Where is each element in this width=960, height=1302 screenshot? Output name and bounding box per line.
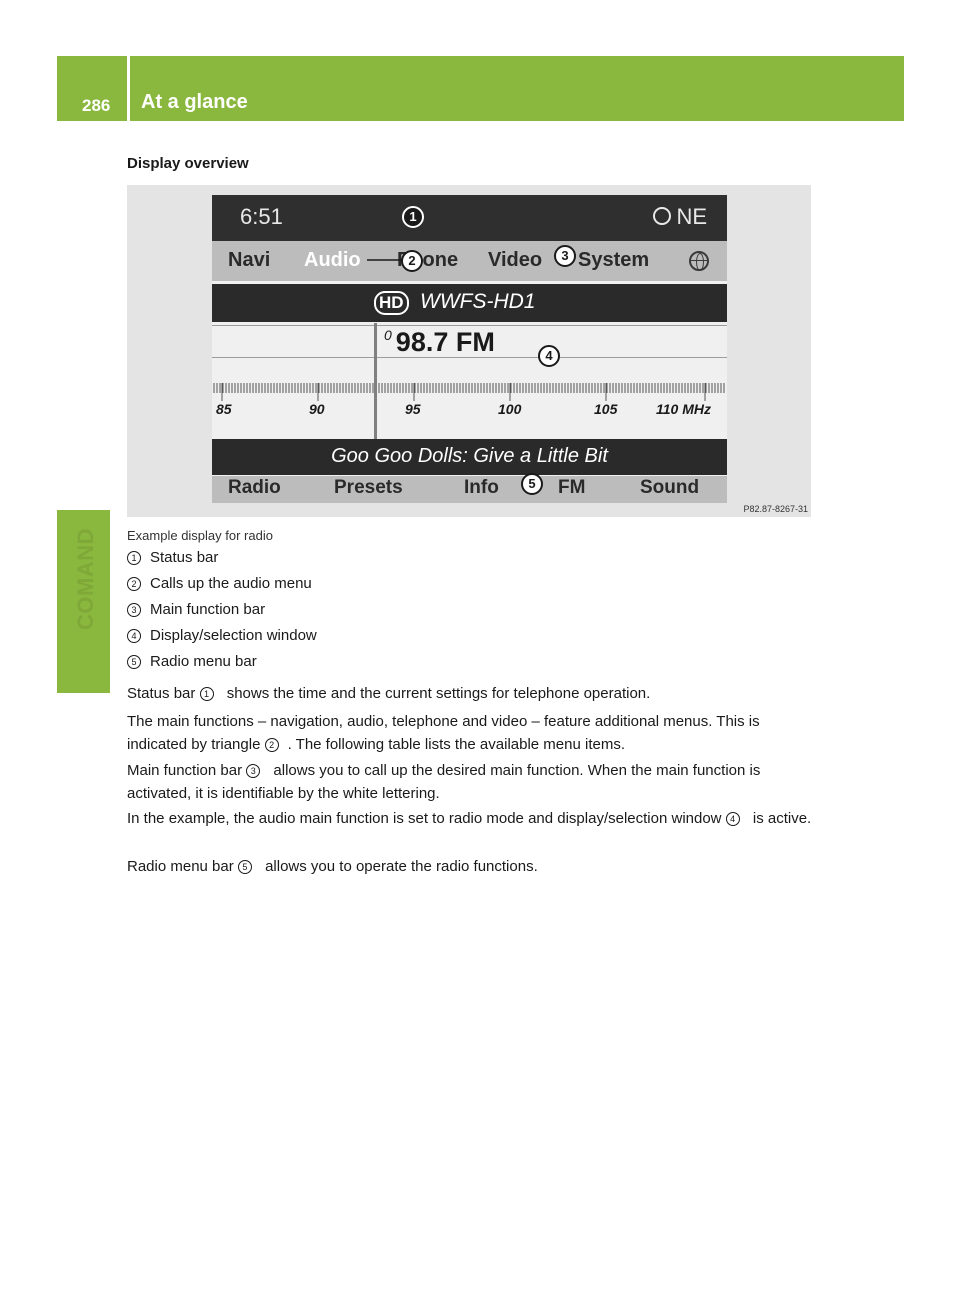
- item-number: 3: [127, 603, 141, 617]
- menu-sound: Sound: [640, 477, 700, 498]
- list-item: 1 Status bar: [127, 549, 317, 575]
- item-number: 2: [127, 577, 141, 591]
- list-item: 4 Display/selection window: [127, 627, 317, 653]
- paragraph: The main functions – navigation, audio, …: [127, 710, 817, 756]
- callout-3: 3: [554, 245, 576, 267]
- menu-system: System: [578, 249, 650, 271]
- item-text: Radio menu bar: [150, 653, 257, 670]
- page-number: 286: [82, 96, 111, 115]
- compass-icon: [653, 207, 672, 225]
- menu-radio: Radio: [228, 477, 281, 498]
- status-bar: 6:51 NE: [212, 195, 727, 241]
- compass: NE: [653, 204, 707, 230]
- text: . The following table lists the availabl…: [287, 736, 625, 753]
- list-item: 3 Main function bar: [127, 601, 317, 627]
- hd-radio-icon: HD: [374, 291, 409, 315]
- item-number: 1: [127, 551, 141, 565]
- song-info-bar: Goo Goo Dolls: Give a Little Bit: [212, 439, 727, 475]
- callout-legend: 1 Status bar 2 Calls up the audio menu 3 Ma…: [127, 549, 317, 679]
- compass-heading: NE: [676, 204, 707, 229]
- item-text: Main function bar: [150, 601, 266, 618]
- scale-label: 110 MHz: [656, 401, 711, 417]
- menu-info: Info: [464, 477, 499, 498]
- chapter-title: At a glance: [141, 91, 248, 113]
- inline-callout: 2: [264, 738, 279, 752]
- display-figure: 6:51 NE Navi Audio Phone Video System HD…: [127, 185, 811, 517]
- section-heading: Display overview: [127, 155, 249, 172]
- item-number: 5: [127, 655, 141, 669]
- radio-menu-bar: Radio Presets Info FM Sound: [212, 476, 727, 503]
- menu-navi: Navi: [228, 249, 271, 271]
- main-function-bar: Navi Audio Phone Video System: [212, 241, 727, 281]
- scale-label: 100: [498, 401, 522, 417]
- paragraph: Status bar 1 shows the time and the curr…: [127, 682, 817, 705]
- divider: [212, 325, 727, 326]
- figure-code: P82.87-8267-31: [743, 504, 808, 514]
- clock: 6:51: [240, 204, 283, 229]
- menu-fm: FM: [558, 477, 586, 498]
- side-tab-label: COMAND: [73, 528, 98, 630]
- scale-label: 105: [594, 401, 618, 417]
- text: Radio menu bar: [127, 858, 238, 875]
- paragraph: In the example, the audio main function …: [127, 807, 817, 830]
- side-tab: [57, 510, 110, 693]
- figure-caption: Example display for radio: [127, 528, 273, 543]
- globe-icon: [689, 251, 709, 271]
- text: is active.: [748, 810, 812, 827]
- inline-callout: 3: [246, 764, 261, 778]
- item-text: Display/selection window: [150, 627, 317, 644]
- inline-callout: 4: [725, 812, 740, 826]
- callout-2-leader: [367, 259, 403, 261]
- scale-label: 85: [216, 401, 232, 417]
- text: shows the time and the current settings …: [222, 685, 651, 702]
- text: allows you to call up the desired main f…: [127, 762, 761, 802]
- radio-screen: 6:51 NE Navi Audio Phone Video System HD…: [212, 195, 727, 503]
- list-item: 5 Radio menu bar: [127, 653, 317, 679]
- scale-label: 90: [309, 401, 325, 417]
- paragraph: Main function bar 3 allows you to call u…: [127, 759, 817, 805]
- station-name: WWFS-HD1: [420, 290, 536, 313]
- item-text: Status bar: [150, 549, 219, 566]
- list-item: 2 Calls up the audio menu: [127, 575, 317, 601]
- text: Main function bar: [127, 762, 247, 779]
- header-bar: [130, 56, 904, 121]
- item-text: Calls up the audio menu: [150, 575, 312, 592]
- divider: [212, 357, 727, 358]
- callout-4: 4: [538, 345, 560, 367]
- tuning-needle: [374, 323, 377, 440]
- menu-presets: Presets: [334, 477, 403, 498]
- text: In the example, the audio main function …: [127, 810, 726, 827]
- song-title: Goo Goo Dolls: Give a Little Bit: [331, 445, 608, 467]
- inline-callout: 5: [237, 860, 252, 874]
- page-number-block: [57, 56, 127, 121]
- menu-video: Video: [488, 249, 543, 271]
- frequency-scale: [213, 383, 725, 401]
- station-bar: HD WWFS-HD1: [212, 284, 727, 322]
- text: Status bar: [127, 685, 200, 702]
- text: allows you to operate the radio function…: [260, 858, 538, 875]
- inline-callout: 1: [199, 687, 214, 701]
- paragraph: Radio menu bar 5 allows you to operate t…: [127, 855, 817, 878]
- scale-label: 95: [405, 401, 421, 417]
- callout-5: 5: [521, 473, 543, 495]
- callout-2: 2: [401, 250, 423, 272]
- item-number: 4: [127, 629, 141, 643]
- frequency-value: 98.7 FM: [395, 327, 495, 357]
- text: The main functions – navigation, audio, …: [127, 713, 760, 753]
- menu-audio: Audio: [304, 249, 361, 271]
- frequency-prefix: 0: [384, 327, 392, 343]
- callout-1: 1: [402, 206, 424, 228]
